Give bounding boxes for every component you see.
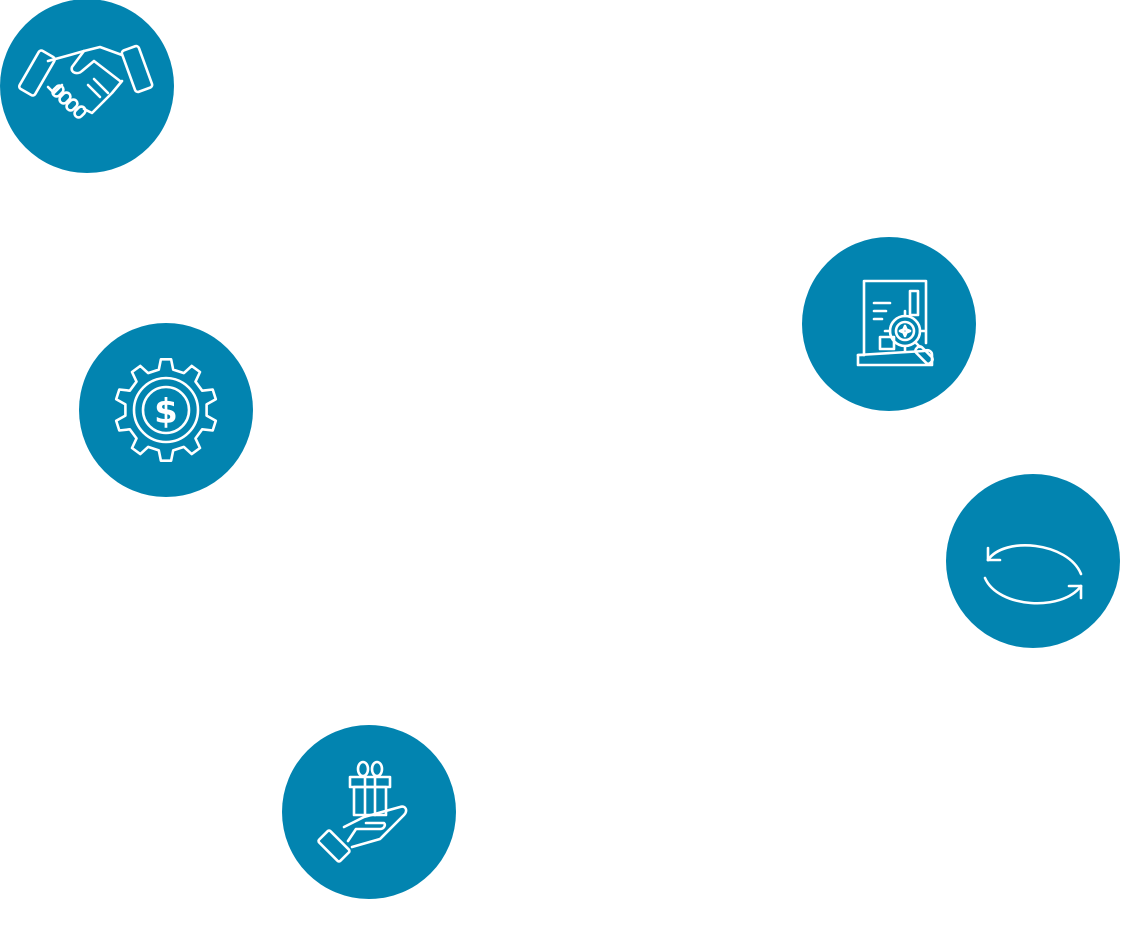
document-target-icon: [856, 279, 934, 367]
exchange-arrows-badge: [946, 474, 1120, 648]
dollar-gear-badge: $: [79, 323, 253, 497]
gear-outline: [114, 358, 218, 462]
dollar-symbol: $: [154, 392, 178, 432]
dollar-gear-icon: $: [114, 358, 218, 462]
gift-in-hand-badge: [282, 725, 456, 899]
gift-in-hand-icon: [317, 760, 408, 863]
document-target-badge: [802, 237, 976, 411]
exchange-arrows-icon: [983, 544, 1083, 605]
handshake-icon: [18, 44, 154, 119]
handshake-badge: [0, 0, 174, 173]
